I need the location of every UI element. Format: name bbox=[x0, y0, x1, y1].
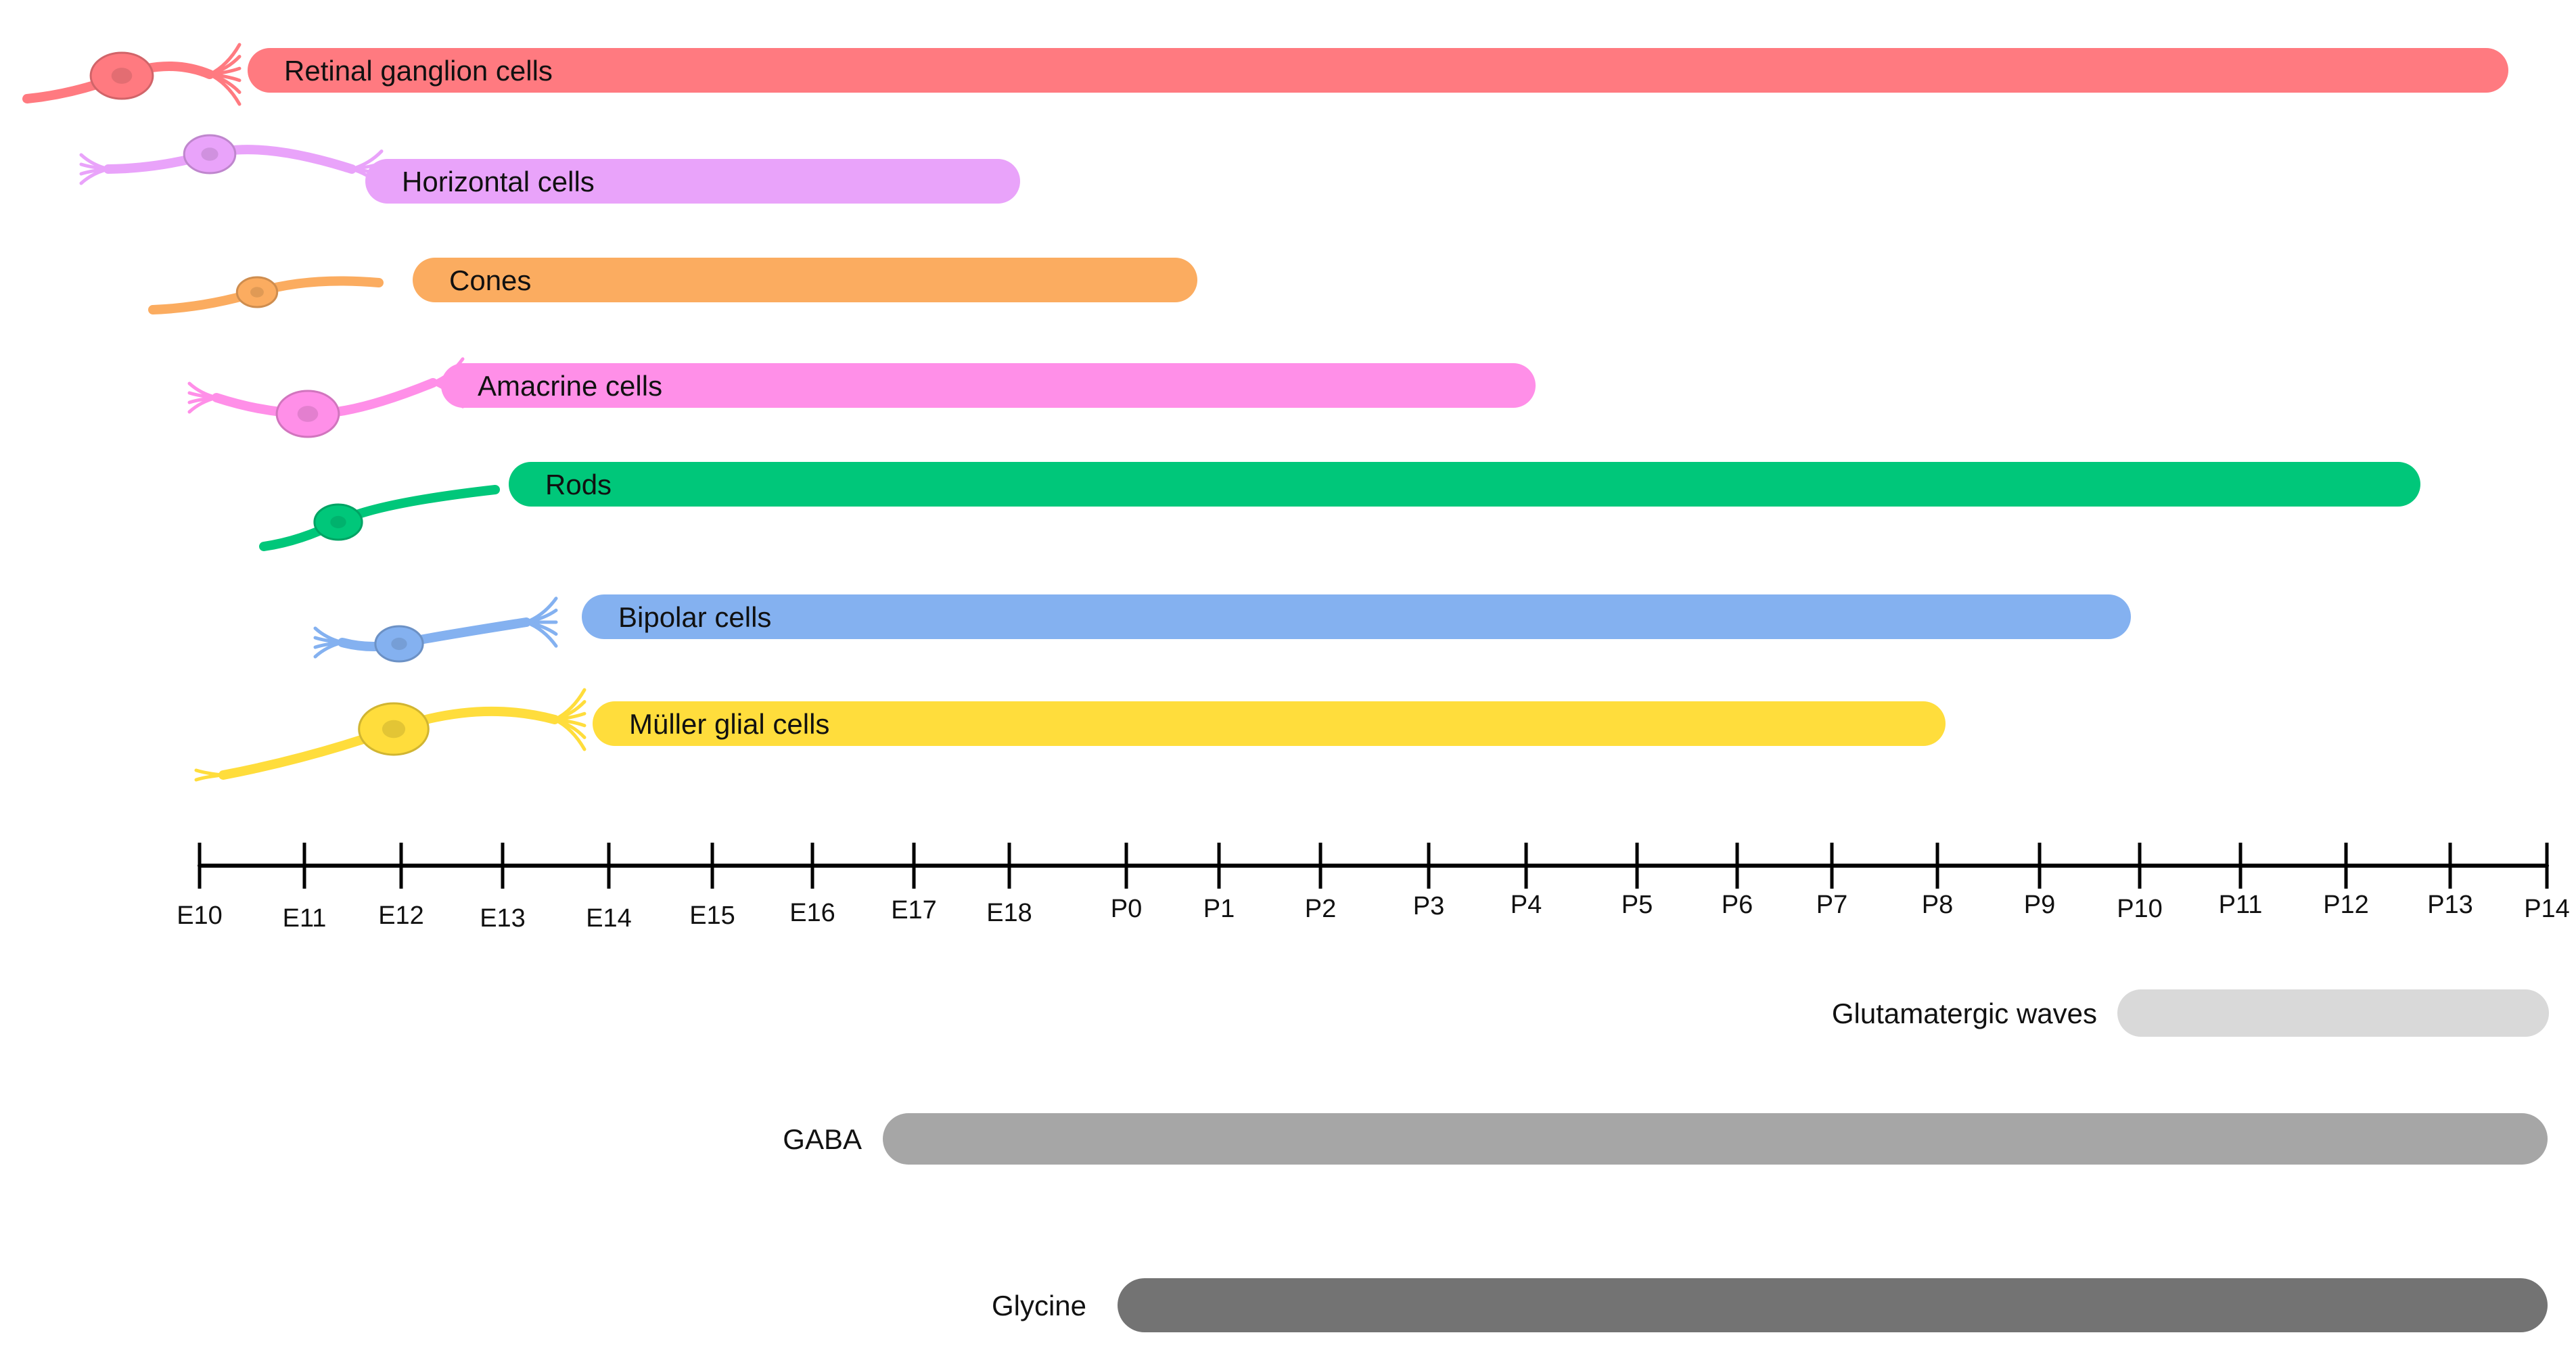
cell-bar-label: Müller glial cells bbox=[629, 708, 829, 740]
cell-bar: Retinal ganglion cells bbox=[248, 48, 2508, 93]
cell-bar: Bipolar cells bbox=[582, 594, 2131, 639]
tick-label: E18 bbox=[986, 899, 1032, 927]
bipolar-cell-icon bbox=[313, 596, 558, 663]
tick-label: P14 bbox=[2524, 895, 2570, 923]
cell-bar-shape bbox=[413, 258, 1197, 302]
tick-label: P0 bbox=[1111, 895, 1142, 923]
tick-label: E17 bbox=[891, 896, 937, 924]
cell-bar-label: Retinal ganglion cells bbox=[284, 55, 553, 87]
cell-bar-shape bbox=[509, 462, 2420, 507]
wave-label: Glycine bbox=[992, 1290, 1086, 1321]
wave-bar-shape bbox=[883, 1113, 2548, 1165]
cell-bar-shape bbox=[593, 701, 1946, 746]
tick-label: E10 bbox=[177, 902, 223, 930]
cone-icon bbox=[148, 276, 384, 314]
tick-label: P6 bbox=[1722, 891, 1753, 919]
cell-bar-shape bbox=[582, 594, 2131, 639]
tick-label: P4 bbox=[1511, 891, 1542, 919]
tick-label: E16 bbox=[789, 899, 835, 927]
wave-label: GABA bbox=[783, 1123, 862, 1155]
tick-label: E13 bbox=[480, 904, 526, 933]
tick-label: P3 bbox=[1413, 892, 1444, 920]
tick-label: P10 bbox=[2117, 895, 2163, 923]
rod-icon bbox=[259, 485, 500, 551]
amacrine-cell-icon bbox=[187, 357, 465, 438]
wave-bar: Glycine bbox=[992, 1278, 2548, 1332]
tick-label: P12 bbox=[2323, 891, 2369, 919]
tick-label: P11 bbox=[2219, 891, 2263, 919]
cell-bar-label: Rods bbox=[545, 469, 612, 500]
cell-bar-shape bbox=[441, 363, 1536, 408]
tick-label: E11 bbox=[283, 904, 327, 933]
tick-label: P1 bbox=[1203, 895, 1235, 923]
cell-bar: Horizontal cells bbox=[365, 159, 1020, 204]
cell-bar-label: Amacrine cells bbox=[478, 370, 662, 402]
wave-bar-shape bbox=[1118, 1278, 2548, 1332]
tick-label: E15 bbox=[689, 902, 735, 930]
wave-label: Glutamatergic waves bbox=[1832, 998, 2097, 1029]
cell-bar: Müller glial cells bbox=[593, 701, 1946, 746]
wave-bar-shape bbox=[2117, 989, 2549, 1037]
tick-label: E14 bbox=[586, 904, 632, 933]
cell-bar: Cones bbox=[413, 258, 1197, 302]
retinal-ganglion-cell-icon bbox=[22, 43, 242, 106]
wave-bar: Glutamatergic waves bbox=[1832, 989, 2549, 1037]
cell-bar-label: Bipolar cells bbox=[618, 601, 771, 633]
tick-label: P13 bbox=[2427, 891, 2473, 919]
cell-bar: Rods bbox=[509, 462, 2420, 507]
horizontal-cell-icon bbox=[79, 134, 384, 189]
muller-glial-cell-icon bbox=[194, 688, 586, 782]
cell-bar-label: Horizontal cells bbox=[402, 166, 595, 197]
tick-label: P7 bbox=[1816, 891, 1847, 919]
tick-label: P5 bbox=[1622, 891, 1653, 919]
tick-label: E12 bbox=[378, 902, 424, 930]
tick-label: P9 bbox=[2024, 891, 2055, 919]
timeline-axis: E10 E11 E12 E13 E14 E15 E16 E17 E18 P0 P1 P2 P3 P4 P5 P… bbox=[177, 843, 2570, 933]
cell-bar: Amacrine cells bbox=[441, 363, 1536, 408]
cell-icons bbox=[22, 43, 586, 782]
cell-bar-shape bbox=[365, 159, 1020, 204]
tick-label: P2 bbox=[1305, 895, 1336, 923]
cell-bar-shape bbox=[248, 48, 2508, 93]
tick-label: P8 bbox=[1922, 891, 1953, 919]
wave-bar: GABA bbox=[783, 1113, 2548, 1165]
cell-bar-label: Cones bbox=[449, 264, 531, 296]
